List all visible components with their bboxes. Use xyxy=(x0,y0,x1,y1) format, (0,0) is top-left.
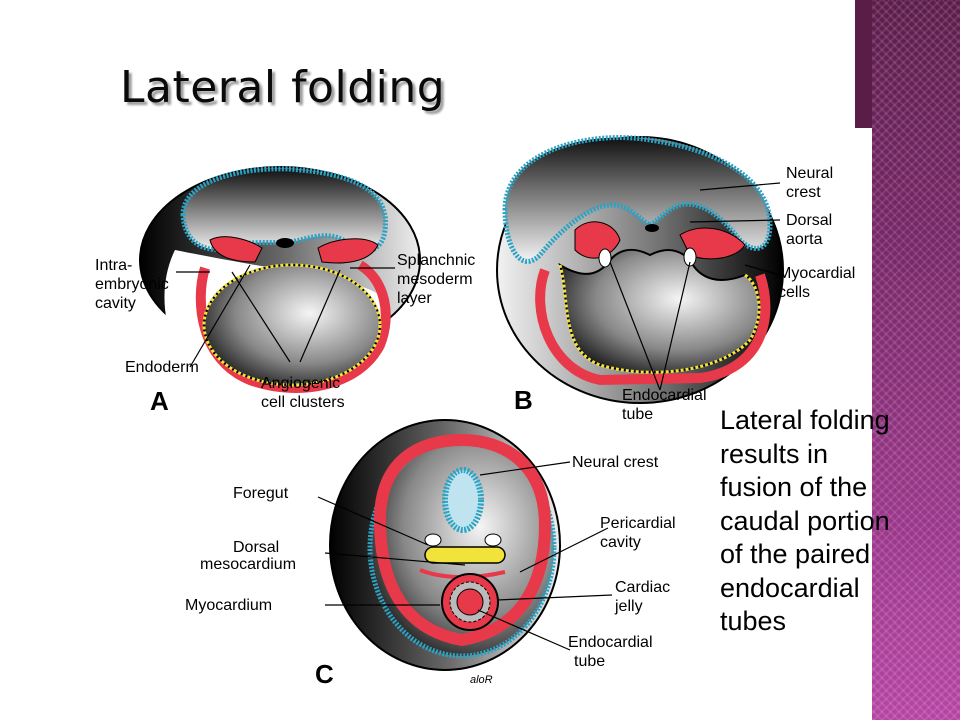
body-text: Lateral folding results in fusion of the… xyxy=(720,405,890,636)
label-a-intra-2: embryonic xyxy=(95,276,169,293)
embryo-a xyxy=(139,166,421,395)
panel-letter-c: C xyxy=(315,659,334,689)
label-b-myo-1: Myocardial xyxy=(778,265,855,282)
label-b-endo-1: Endocardial xyxy=(622,387,707,404)
label-c-cardiac-1: Cardiac xyxy=(615,579,670,596)
label-b-endo-2: tube xyxy=(622,406,653,423)
label-c-endo-1: Endocardial xyxy=(568,634,653,651)
artist-signature: aloR xyxy=(470,674,493,686)
label-a-splanchnic-1: Splanchnic xyxy=(397,252,475,269)
label-b-neural-1: Neural xyxy=(786,165,833,182)
panel-letter-a: A xyxy=(150,386,169,416)
sidebar-right-strip xyxy=(872,0,960,720)
label-a-intra-3: cavity xyxy=(95,295,136,312)
embryo-b xyxy=(496,135,784,404)
embryo-c xyxy=(317,419,613,671)
label-b-dorsal-2: aorta xyxy=(786,231,823,248)
label-c-dorsal-meso-1: Dorsal xyxy=(233,539,279,556)
label-c-foregut: Foregut xyxy=(233,485,289,502)
label-b-dorsal-1: Dorsal xyxy=(786,212,832,229)
label-c-endo-2: tube xyxy=(574,653,605,670)
label-a-intra-1: Intra- xyxy=(95,257,132,274)
slide-title: Lateral folding xyxy=(120,62,446,113)
label-c-pericardial-1: Pericardial xyxy=(600,515,676,532)
label-b-myo-2: cells xyxy=(778,284,810,301)
label-c-neural: Neural crest xyxy=(572,454,659,471)
label-a-splanchnic-2: mesoderm xyxy=(397,271,473,288)
label-c-pericardial-2: cavity xyxy=(600,534,641,551)
label-a-endoderm: Endoderm xyxy=(125,359,199,376)
label-b-neural-2: crest xyxy=(786,184,821,201)
panel-letter-b: B xyxy=(514,385,533,415)
label-a-splanchnic-3: layer xyxy=(397,290,432,307)
label-a-angio-1: Angiogenic xyxy=(261,375,340,392)
label-c-cardiac-2: jelly xyxy=(614,598,643,615)
label-c-dorsal-meso-2: mesocardium xyxy=(200,556,296,573)
label-a-angio-2: cell clusters xyxy=(261,394,345,411)
label-c-myocardium: Myocardium xyxy=(185,597,272,614)
